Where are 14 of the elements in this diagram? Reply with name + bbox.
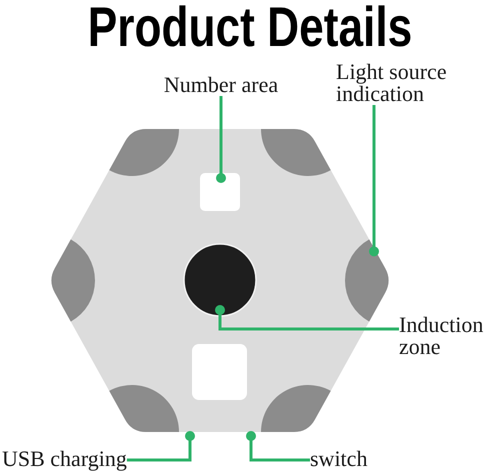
leader-line	[369, 105, 379, 256]
square-window	[200, 173, 240, 211]
leader-line	[216, 96, 226, 183]
leader-line	[246, 431, 310, 462]
part-label: Number area	[141, 74, 301, 96]
part-label: USB charging	[2, 448, 127, 470]
light-segment	[345, 239, 389, 322]
leader-line	[215, 305, 399, 330]
part-label: Induction zone	[399, 314, 497, 358]
title: Product Details	[88, 0, 412, 58]
leader-line	[126, 431, 195, 462]
round-sensor	[183, 243, 257, 317]
part-label: switch	[310, 448, 368, 470]
part-label: Light source indication	[336, 61, 466, 105]
